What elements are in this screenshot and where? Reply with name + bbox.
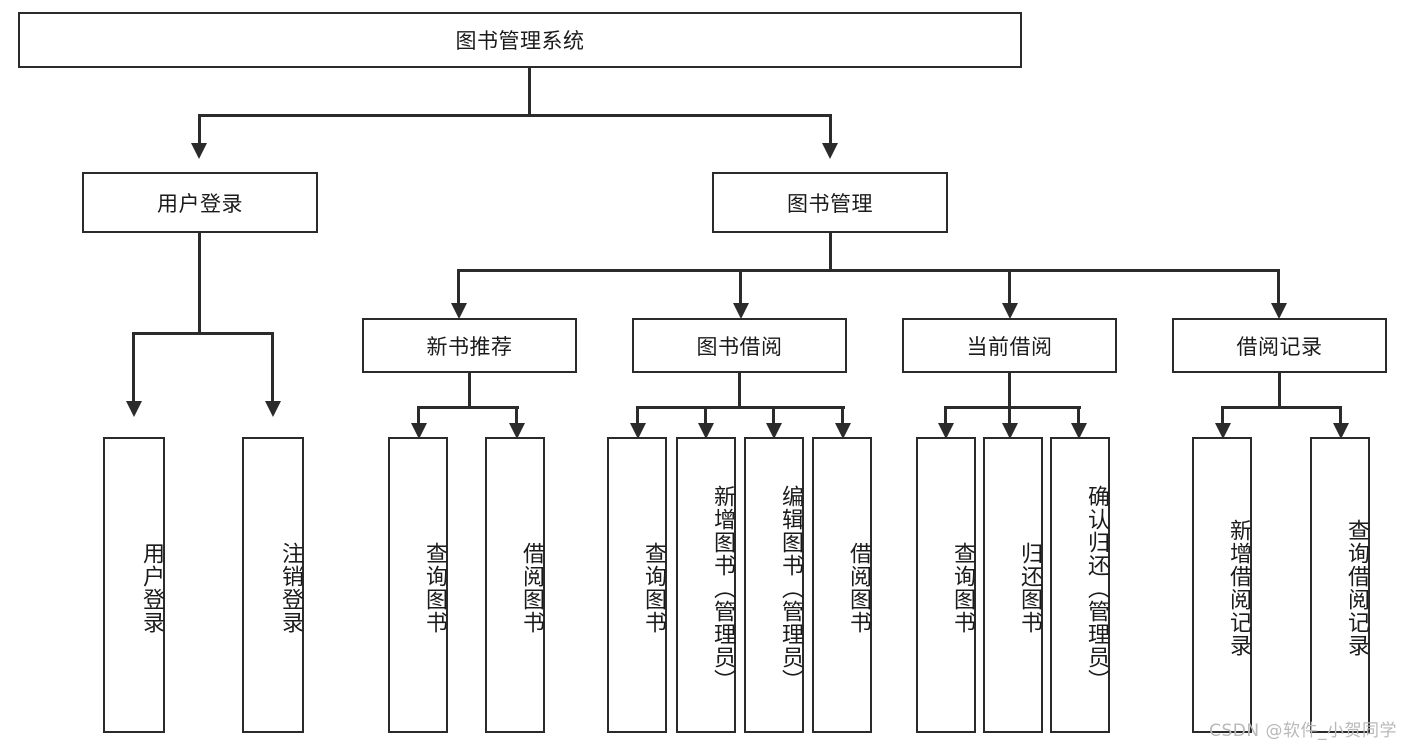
connector-root-bar xyxy=(198,114,832,117)
connector-to-user-login xyxy=(198,114,201,146)
connector-borrow-record-leaf-2 xyxy=(1339,406,1342,428)
arrowhead-leaf-logout-login xyxy=(265,401,281,417)
leaf-query-book-2[interactable]: 查询图书 xyxy=(607,437,667,733)
connector-current-borrow-leaf-1 xyxy=(944,406,947,428)
node-root-system[interactable]: 图书管理系统 xyxy=(18,12,1022,68)
connector-new-book-bar xyxy=(418,406,519,409)
node-label: 图书借阅 xyxy=(696,334,783,359)
connector-book-borrow-stem xyxy=(738,373,741,408)
connector-current-borrow-leaf-3 xyxy=(1077,406,1080,428)
connector-to-current-borrow xyxy=(1008,269,1011,307)
arrowhead-leaf-query-book-1 xyxy=(411,423,427,439)
leaf-query-record[interactable]: 查询借阅记录 xyxy=(1310,437,1370,733)
leaf-query-book-3[interactable]: 查询图书 xyxy=(916,437,976,733)
arrowhead-leaf-add-book xyxy=(698,423,714,439)
watermark-text: CSDN @软件_小贺同学 xyxy=(1209,721,1397,741)
arrowhead-leaf-user-login xyxy=(126,401,142,417)
arrowhead-new-book-recommend xyxy=(451,303,467,319)
node-label: 查询图书 xyxy=(950,542,975,634)
connector-to-new-book-recommend xyxy=(457,269,460,307)
node-label: 新增借阅记录 xyxy=(1226,519,1251,657)
arrowhead-leaf-query-book-3 xyxy=(938,423,954,439)
arrowhead-leaf-query-book-2 xyxy=(630,423,646,439)
leaf-borrow-book-1[interactable]: 借阅图书 xyxy=(485,437,545,733)
node-current-borrow[interactable]: 当前借阅 xyxy=(902,318,1117,373)
node-label: 查询图书 xyxy=(422,542,447,634)
connector-current-borrow-stem xyxy=(1008,373,1011,408)
connector-book-borrow-bar xyxy=(637,406,845,409)
node-book-borrow[interactable]: 图书借阅 xyxy=(632,318,847,373)
arrowhead-current-borrow xyxy=(1002,303,1018,319)
node-user-login[interactable]: 用户登录 xyxy=(82,172,318,233)
connector-new-book-stem xyxy=(468,373,471,408)
arrowhead-leaf-borrow-book-1 xyxy=(509,423,525,439)
leaf-add-record[interactable]: 新增借阅记录 xyxy=(1192,437,1252,733)
connector-book-borrow-leaf-3 xyxy=(772,406,775,428)
node-new-book-recommend[interactable]: 新书推荐 xyxy=(362,318,577,373)
connector-to-book-borrow xyxy=(739,269,742,307)
connector-borrow-record-bar xyxy=(1222,406,1342,409)
node-label: 当前借阅 xyxy=(966,334,1053,359)
connector-book-borrow-leaf-1 xyxy=(636,406,639,428)
node-label: 确认归还（管理员） xyxy=(1084,484,1109,692)
leaf-confirm-return[interactable]: 确认归还（管理员） xyxy=(1050,437,1110,733)
leaf-query-book-1[interactable]: 查询图书 xyxy=(388,437,448,733)
connector-user-login-leaf-2 xyxy=(271,332,274,404)
connector-borrow-record-stem xyxy=(1278,373,1281,408)
leaf-edit-book[interactable]: 编辑图书（管理员） xyxy=(744,437,804,733)
arrowhead-leaf-edit-book xyxy=(766,423,782,439)
connector-book-manage-stem xyxy=(829,233,832,271)
node-label: 注销登录 xyxy=(278,542,303,634)
leaf-user-login[interactable]: 用户登录 xyxy=(103,437,165,733)
connector-user-login-bar xyxy=(134,332,274,335)
arrowhead-leaf-query-record xyxy=(1333,423,1349,439)
connector-new-book-leaf-1 xyxy=(417,406,420,428)
leaf-return-book[interactable]: 归还图书 xyxy=(983,437,1043,733)
node-borrow-record[interactable]: 借阅记录 xyxy=(1172,318,1387,373)
arrowhead-user-login xyxy=(191,143,207,159)
connector-book-borrow-leaf-2 xyxy=(704,406,707,428)
node-label: 新书推荐 xyxy=(426,334,513,359)
leaf-add-book[interactable]: 新增图书（管理员） xyxy=(676,437,736,733)
connector-to-book-manage xyxy=(829,114,832,146)
node-label: 编辑图书（管理员） xyxy=(778,484,803,692)
node-label: 借阅记录 xyxy=(1236,334,1323,359)
arrowhead-leaf-confirm-return xyxy=(1071,423,1087,439)
connector-user-login-stem xyxy=(198,233,201,334)
node-label: 借阅图书 xyxy=(846,542,871,634)
node-label: 图书管理系统 xyxy=(455,29,585,53)
node-label: 用户登录 xyxy=(157,191,243,216)
connector-root-stem xyxy=(528,68,531,116)
arrowhead-book-borrow xyxy=(733,303,749,319)
connector-current-borrow-bar xyxy=(945,406,1081,409)
connector-user-login-leaf-1 xyxy=(132,332,135,404)
node-book-manage[interactable]: 图书管理 xyxy=(712,172,948,233)
arrowhead-leaf-borrow-book-2 xyxy=(835,423,851,439)
node-label: 借阅图书 xyxy=(519,542,544,634)
connector-book-manage-bar xyxy=(458,269,1280,272)
arrowhead-leaf-add-record xyxy=(1215,423,1231,439)
arrowhead-book-manage xyxy=(822,143,838,159)
node-label: 归还图书 xyxy=(1017,542,1042,634)
connector-borrow-record-leaf-1 xyxy=(1221,406,1224,428)
arrowhead-leaf-return-book xyxy=(1002,423,1018,439)
connector-to-borrow-record xyxy=(1277,269,1280,307)
connector-current-borrow-leaf-2 xyxy=(1008,406,1011,428)
leaf-logout-login[interactable]: 注销登录 xyxy=(242,437,304,733)
leaf-borrow-book-2[interactable]: 借阅图书 xyxy=(812,437,872,733)
node-label: 用户登录 xyxy=(139,542,164,634)
node-label: 图书管理 xyxy=(787,191,873,216)
node-label: 查询图书 xyxy=(641,542,666,634)
node-label: 查询借阅记录 xyxy=(1344,519,1369,657)
connector-new-book-leaf-2 xyxy=(515,406,518,428)
arrowhead-borrow-record xyxy=(1271,303,1287,319)
node-label: 新增图书（管理员） xyxy=(710,484,735,692)
connector-book-borrow-leaf-4 xyxy=(841,406,844,428)
